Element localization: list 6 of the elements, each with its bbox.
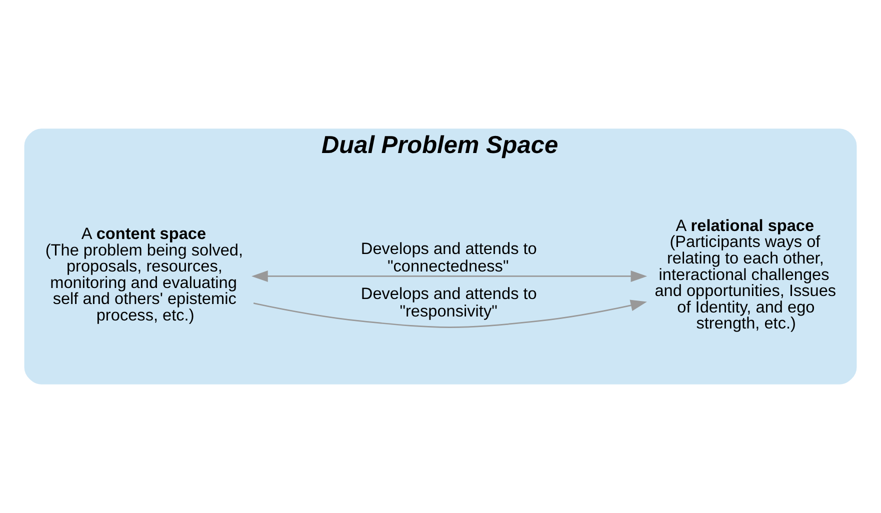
edge-label: Develops and attends to "connectedness" xyxy=(360,240,537,276)
node-text: A content space (The problem being solved, proposals, resources, monitoring and evaluating self and others' epistemic process, etc.) xyxy=(45,224,244,325)
arrow xyxy=(252,270,648,282)
node-text: A relational space (Participants ways of relating to each other, interactional challenges and opportunities, Issues of Identity, and ego strength, etc.) xyxy=(654,216,836,333)
edge-label: Develops and attends to "responsivity" xyxy=(360,284,537,320)
arrow xyxy=(253,300,647,328)
